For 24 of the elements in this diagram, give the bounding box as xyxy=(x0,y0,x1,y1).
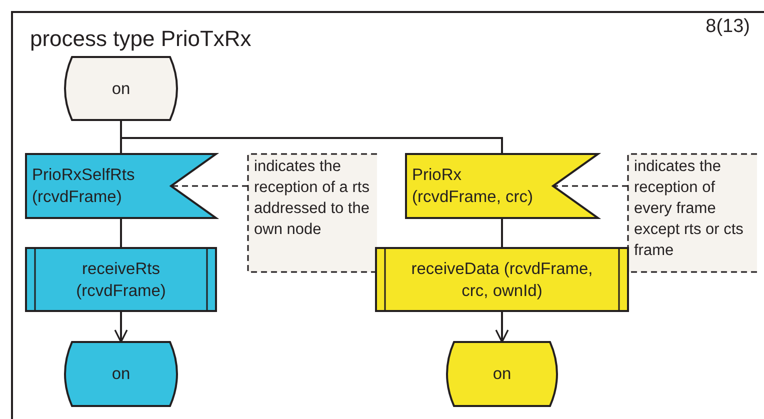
comment-connector xyxy=(171,185,248,187)
symbol-label: receiveRts (rcvdFrame) xyxy=(75,258,167,302)
flow-arrow xyxy=(114,311,128,343)
comment-box xyxy=(628,154,757,272)
flow-line xyxy=(501,218,503,248)
symbol-label: receiveData (rcvdFrame, crc, ownId) xyxy=(410,258,594,302)
comment-text: indicates the reception of a rts addressed to the own node xyxy=(254,157,370,240)
procedure-call-box xyxy=(26,248,216,311)
page-number: 8(13) xyxy=(706,16,750,38)
flow-line xyxy=(120,218,122,248)
symbol-label: on xyxy=(492,364,512,385)
symbol-label: on xyxy=(112,364,130,385)
comment-box xyxy=(248,154,377,272)
procedure-call-box xyxy=(376,248,628,311)
comment-text: indicates the reception of every frame except rts or cts frame xyxy=(634,157,744,261)
symbol-label: PrioRx (rcvdFrame, crc) xyxy=(412,165,534,208)
symbol-label: PrioRxSelfRts (rcvdFrame) xyxy=(32,165,136,208)
symbol-label: on xyxy=(112,78,130,100)
input-signal-symbol xyxy=(406,154,598,218)
flow-arrow xyxy=(495,311,509,343)
diagram-title: process type PrioTxRx xyxy=(30,26,252,52)
flow-line xyxy=(120,120,503,154)
comment-connector xyxy=(553,185,628,187)
input-signal-symbol xyxy=(26,154,216,218)
